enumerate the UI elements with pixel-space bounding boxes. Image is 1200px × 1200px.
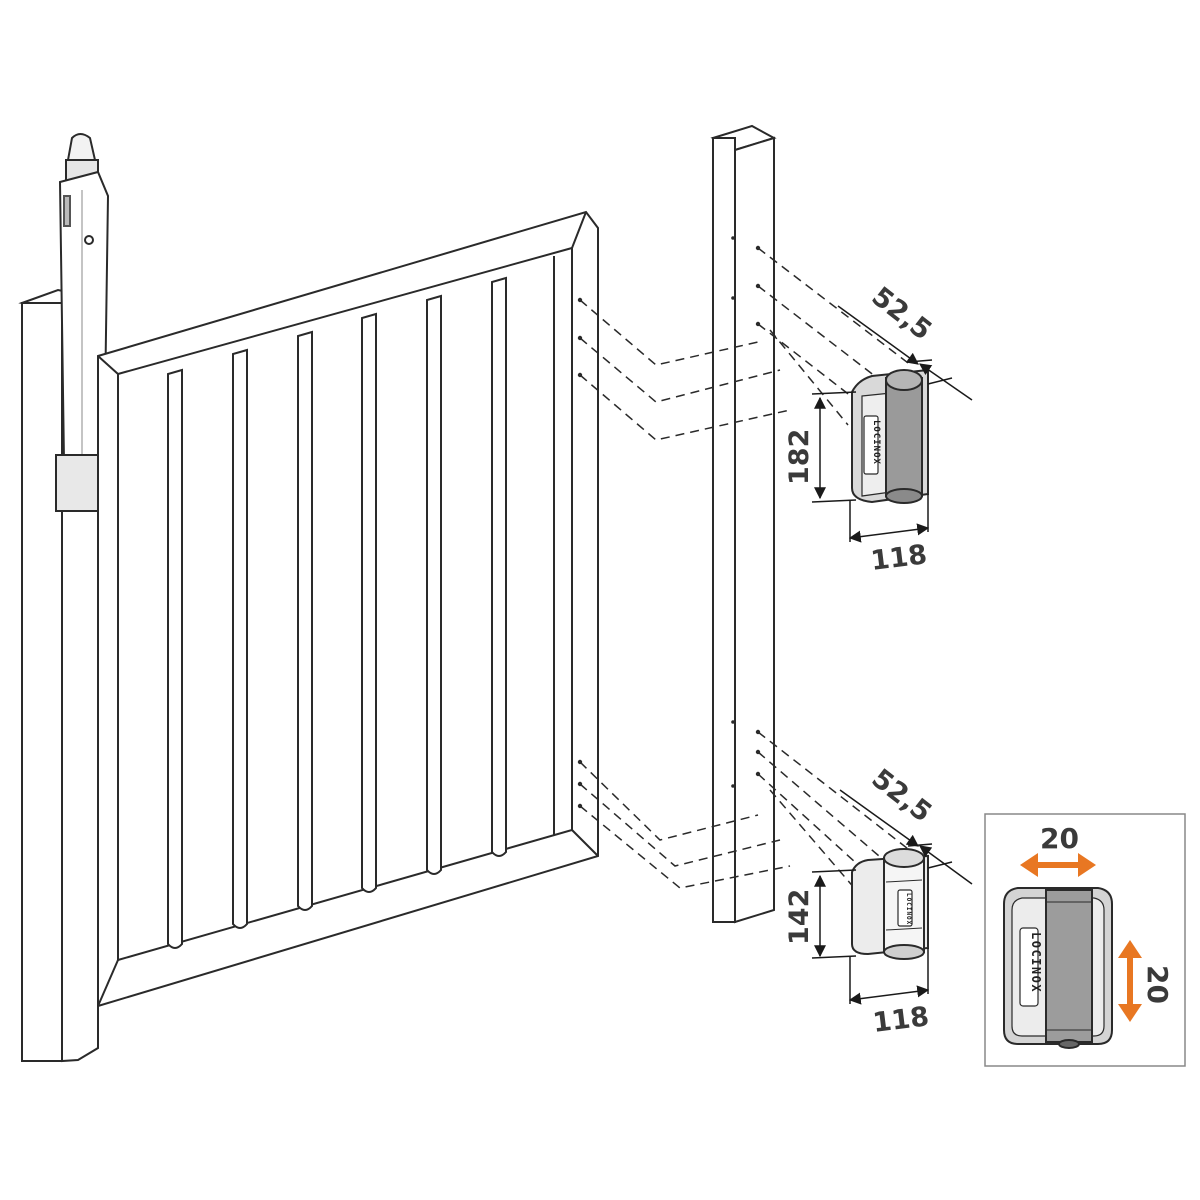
bottom-hinge-height-dimension: 142: [784, 889, 815, 945]
adjustment-detail-inset: LOCINOX 20 20: [984, 813, 1186, 1067]
bottom-hinge-width-dimension: 118: [871, 1001, 931, 1039]
vertical-adjust-value: 20: [1141, 965, 1174, 1004]
top-hinge-brand-logo: LOCINOX: [871, 420, 881, 465]
top-dimension-lines: [811, 305, 973, 543]
bottom-hinge: LOCINOX: [851, 848, 929, 960]
detail-hinge-brand-logo: LOCINOX: [1029, 932, 1043, 993]
bottom-hinge-brand-logo: LOCINOX: [905, 893, 912, 925]
bottom-hinge-offset-dimension: 52,5: [866, 763, 938, 828]
bottom-dimension-lines: [811, 789, 973, 1005]
gate-frame: [97, 210, 599, 1008]
top-hinge-offset-dimension: 52,5: [866, 281, 938, 346]
horizontal-adjust-arrow: [1020, 853, 1096, 877]
gate-bars: [167, 276, 507, 949]
top-hinge-height-dimension: 182: [784, 429, 815, 485]
top-hinge-width-dimension: 118: [869, 539, 929, 577]
top-hinge: LOCINOX: [851, 368, 929, 504]
horizontal-adjust-value: 20: [1040, 822, 1079, 855]
right-post: [710, 124, 777, 924]
vertical-adjust-arrow: [1118, 940, 1142, 1022]
alignment-lines: [579, 247, 913, 891]
left-post: [18, 288, 102, 1063]
detail-hinge: LOCINOX: [1003, 887, 1113, 1049]
